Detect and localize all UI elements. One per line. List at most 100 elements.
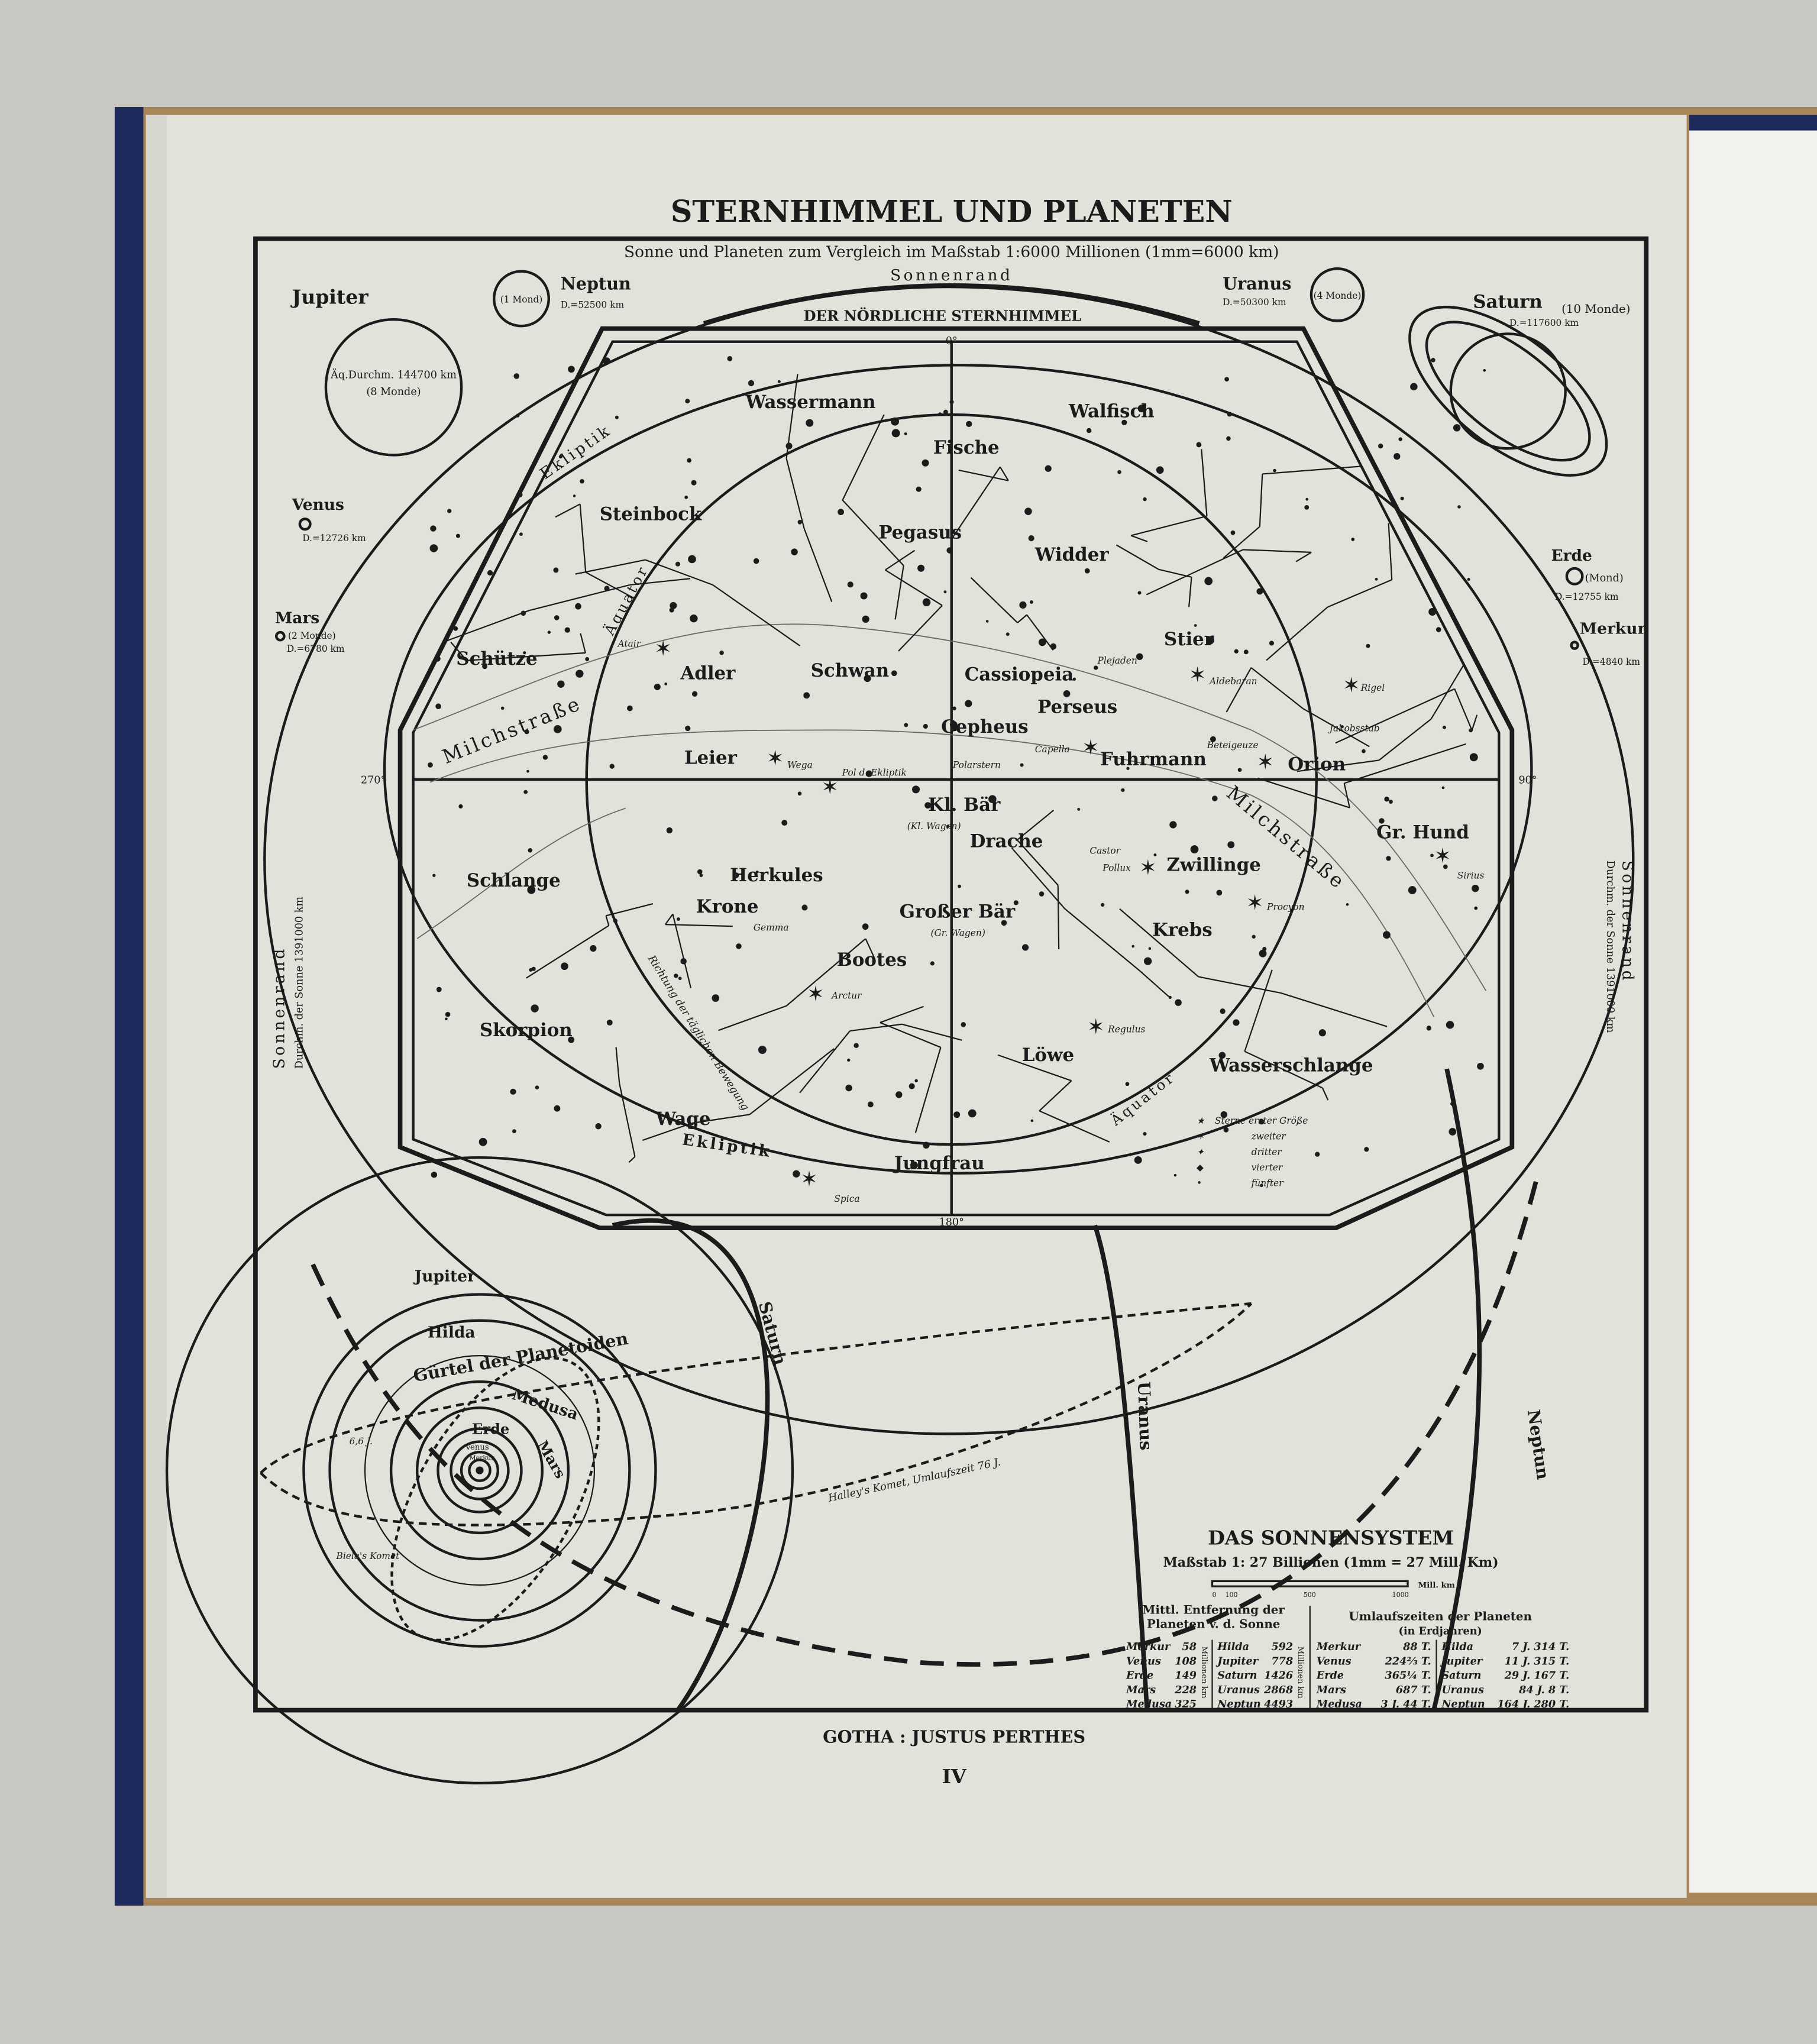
first-magnitude-star-icon: ✶ xyxy=(1256,750,1274,774)
distance-planet: Uranus xyxy=(1217,1684,1260,1696)
star-dot xyxy=(613,918,617,923)
star-dot xyxy=(1101,903,1105,907)
star-dot xyxy=(482,664,488,670)
star-dot xyxy=(526,769,529,773)
star-dot xyxy=(429,544,438,552)
star-dot xyxy=(1364,1147,1369,1152)
period-value: 365¼ T. xyxy=(1385,1670,1431,1682)
halley-orbit xyxy=(260,1302,1252,1474)
constellation-label: Zwillinge xyxy=(1166,854,1261,875)
constellation-line xyxy=(1130,535,1148,542)
period-value: 3 J. 44 T. xyxy=(1380,1698,1431,1710)
constellation-line xyxy=(785,458,805,529)
star-dot xyxy=(691,691,698,697)
constellation-line xyxy=(1064,908,1141,972)
star-dot xyxy=(1020,763,1024,767)
constellation-line xyxy=(952,466,1001,538)
constellation-line xyxy=(642,1123,692,1141)
distance-value: 4493 xyxy=(1264,1698,1293,1710)
constellation-line xyxy=(1297,759,1379,772)
star-dot xyxy=(1234,649,1239,654)
star-dot xyxy=(1258,1118,1265,1125)
star-dot xyxy=(654,683,661,690)
star-dot xyxy=(908,1083,915,1089)
star-dot xyxy=(1084,568,1090,574)
legend-label: dritter xyxy=(1252,1147,1283,1157)
constellation-line xyxy=(580,633,586,654)
star-dot xyxy=(895,1091,903,1098)
period-value: 84 J. 8 T. xyxy=(1518,1684,1569,1696)
constellation-line xyxy=(1327,579,1392,608)
star-dot xyxy=(1148,947,1152,950)
constellation-line xyxy=(629,578,691,586)
star-dot xyxy=(1168,995,1172,1000)
constellation-label: Wasserschlange xyxy=(1209,1055,1373,1076)
star-dot xyxy=(1305,497,1309,501)
constellation-label: Leier xyxy=(684,748,738,769)
star-dot xyxy=(1173,1173,1177,1177)
constellation-line xyxy=(1262,465,1360,475)
planet-erde: Erde (Mond) D.=12755 km xyxy=(1551,546,1623,602)
scale-bar-tick: 0 xyxy=(1212,1591,1216,1599)
planet-disc xyxy=(1310,267,1365,322)
map-frame xyxy=(253,236,1649,1713)
star-dot xyxy=(1153,853,1157,856)
sun xyxy=(476,1466,484,1474)
star-name-label: Beteigeuze xyxy=(1207,740,1259,751)
constellation-line xyxy=(1223,526,1260,559)
distance-value: 58 xyxy=(1182,1641,1197,1653)
star-dot xyxy=(1389,800,1393,804)
star-dot xyxy=(568,366,575,373)
period-planet: Merkur xyxy=(1316,1641,1362,1653)
star-dot xyxy=(553,567,559,573)
constellation-line xyxy=(1039,1110,1110,1143)
saturn-ring xyxy=(1408,305,1608,477)
planet-moons: (1 Mond) xyxy=(500,295,543,305)
right-cloth xyxy=(1689,115,1817,131)
star-dot xyxy=(1220,1111,1227,1118)
ekliptik-circle xyxy=(383,364,1533,1175)
constellation-line xyxy=(1188,577,1192,607)
halley-orbit xyxy=(260,1302,1253,1526)
constellation-line xyxy=(585,571,635,599)
star-dot xyxy=(785,442,793,449)
distance-value: 149 xyxy=(1175,1670,1197,1682)
constellation-line xyxy=(1471,714,1478,731)
star-dot xyxy=(853,1043,859,1048)
period-value: 88 T. xyxy=(1402,1641,1431,1653)
constellation-line xyxy=(999,466,1009,481)
constellation-line xyxy=(1011,847,1065,910)
star-dot xyxy=(924,802,932,809)
star-name-label: Pollux xyxy=(1102,862,1131,873)
constellation-line xyxy=(1198,976,1281,994)
constellation-label: Schwan xyxy=(811,660,889,681)
constellation-label: Adler xyxy=(680,662,736,684)
constellation-line xyxy=(894,565,904,620)
star-dot xyxy=(1227,841,1235,849)
star-dot xyxy=(801,904,808,911)
constellation-label: Wage xyxy=(655,1108,710,1130)
planet-name: Erde xyxy=(1551,546,1592,565)
planet-uranus: Uranus D.=50300 km (4 Monde) xyxy=(1223,267,1365,322)
constellation-line xyxy=(619,1083,636,1157)
star-dot xyxy=(1137,405,1146,413)
star-dot xyxy=(436,987,442,992)
orbit xyxy=(468,1458,492,1482)
planet-disc xyxy=(274,630,286,642)
star-dot xyxy=(1340,725,1344,729)
star-dot xyxy=(1206,636,1214,645)
star-dot xyxy=(1223,1127,1229,1133)
constellation-label: Schütze xyxy=(456,648,537,670)
star-name-label: Spica xyxy=(834,1194,859,1204)
star-dot xyxy=(988,795,997,803)
period-planet: Erde xyxy=(1316,1670,1344,1682)
scale-bar-unit: Mill. km xyxy=(1418,1581,1455,1590)
star-dot xyxy=(512,1129,516,1134)
star-dot xyxy=(1220,1008,1226,1014)
star-dot xyxy=(523,790,528,794)
constellation-line xyxy=(450,642,467,661)
star-dot xyxy=(606,1019,613,1026)
biela-orbit xyxy=(390,1356,600,1642)
star-dot xyxy=(1426,1026,1432,1031)
